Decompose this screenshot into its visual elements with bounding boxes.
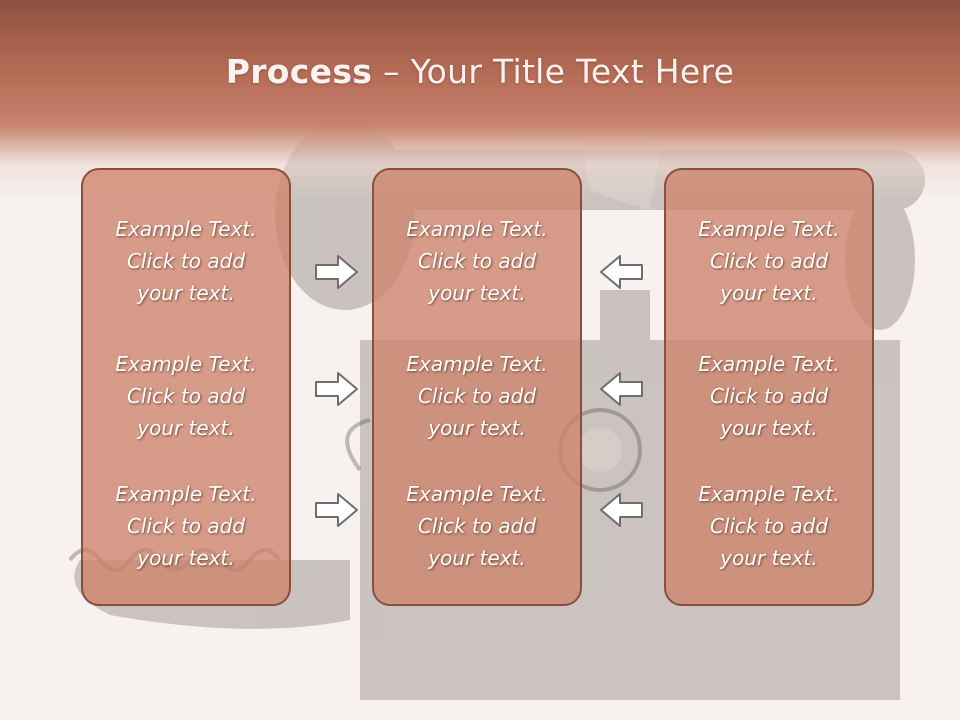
text-line: Click to add bbox=[417, 384, 537, 408]
text-line: Example Text. bbox=[406, 352, 548, 376]
text-placeholder[interactable]: Example Text. Click to add your text. bbox=[374, 348, 580, 444]
text-placeholder[interactable]: Example Text. Click to add your text. bbox=[666, 348, 872, 444]
text-line: Example Text. bbox=[406, 217, 548, 241]
title-bold: Process bbox=[225, 52, 373, 91]
arrow-left-icon bbox=[600, 493, 643, 527]
text-line: your text. bbox=[720, 281, 818, 305]
text-line: your text. bbox=[428, 546, 526, 570]
slide-title[interactable]: Process – Your Title Text Here bbox=[0, 52, 960, 91]
text-placeholder[interactable]: Example Text. Click to add your text. bbox=[83, 478, 289, 574]
text-line: your text. bbox=[720, 546, 818, 570]
text-line: Example Text. bbox=[115, 217, 257, 241]
arrow-left-icon bbox=[600, 372, 643, 406]
arrow-right-icon bbox=[315, 493, 358, 527]
process-box-center[interactable]: Example Text. Click to add your text. Ex… bbox=[372, 168, 582, 606]
text-line: Click to add bbox=[709, 514, 829, 538]
text-placeholder[interactable]: Example Text. Click to add your text. bbox=[666, 213, 872, 309]
text-line: Click to add bbox=[126, 384, 246, 408]
text-line: your text. bbox=[720, 416, 818, 440]
text-line: Click to add bbox=[709, 249, 829, 273]
text-line: Click to add bbox=[126, 249, 246, 273]
text-line: your text. bbox=[137, 546, 235, 570]
text-line: your text. bbox=[137, 416, 235, 440]
title-rest: – Your Title Text Here bbox=[372, 52, 735, 91]
process-box-left[interactable]: Example Text. Click to add your text. Ex… bbox=[81, 168, 291, 606]
text-line: your text. bbox=[137, 281, 235, 305]
text-line: Example Text. bbox=[115, 482, 257, 506]
text-line: your text. bbox=[428, 281, 526, 305]
header-band bbox=[0, 0, 960, 200]
arrow-left-icon bbox=[600, 255, 643, 289]
text-line: Click to add bbox=[417, 249, 537, 273]
text-line: Example Text. bbox=[115, 352, 257, 376]
text-placeholder[interactable]: Example Text. Click to add your text. bbox=[83, 213, 289, 309]
text-line: Click to add bbox=[126, 514, 246, 538]
text-line: Click to add bbox=[417, 514, 537, 538]
arrow-right-icon bbox=[315, 255, 358, 289]
arrow-right-icon bbox=[315, 372, 358, 406]
text-line: Example Text. bbox=[698, 482, 840, 506]
text-placeholder[interactable]: Example Text. Click to add your text. bbox=[666, 478, 872, 574]
process-box-right[interactable]: Example Text. Click to add your text. Ex… bbox=[664, 168, 874, 606]
text-line: Example Text. bbox=[698, 352, 840, 376]
text-placeholder[interactable]: Example Text. Click to add your text. bbox=[83, 348, 289, 444]
text-line: Example Text. bbox=[406, 482, 548, 506]
text-line: Example Text. bbox=[698, 217, 840, 241]
text-placeholder[interactable]: Example Text. Click to add your text. bbox=[374, 213, 580, 309]
text-line: your text. bbox=[428, 416, 526, 440]
text-line: Click to add bbox=[709, 384, 829, 408]
text-placeholder[interactable]: Example Text. Click to add your text. bbox=[374, 478, 580, 574]
